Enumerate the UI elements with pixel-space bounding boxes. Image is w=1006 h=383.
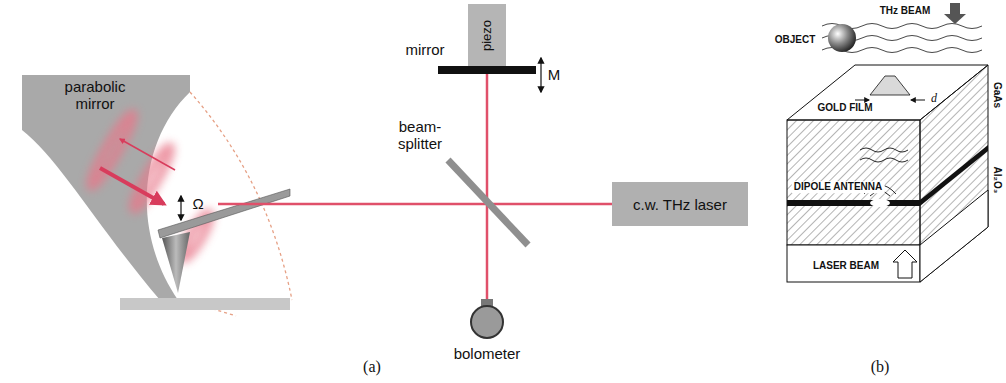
part-label: OBJECT	[775, 34, 816, 46]
panel-caption: (b)	[871, 358, 890, 376]
reflected-arrow	[120, 139, 175, 170]
beam-label: LASER BEAM	[813, 260, 879, 272]
dimension-label: d	[931, 92, 937, 106]
parabolic-mirror	[22, 75, 190, 300]
beam	[486, 74, 489, 300]
cantilever	[158, 189, 290, 238]
box-label: piezo	[479, 19, 494, 50]
part-label: bolometer	[454, 345, 521, 362]
dipole-antenna	[920, 145, 988, 206]
object-sphere	[828, 24, 856, 52]
dimension-arrow	[911, 100, 925, 101]
beam	[218, 203, 612, 206]
base-slab	[787, 245, 920, 282]
panel-caption: (a)	[363, 358, 381, 376]
bolometer	[471, 306, 503, 338]
thz-waves	[822, 24, 982, 53]
box-label: c.w. THz laser	[633, 196, 727, 213]
laser-box: c.w. THz laser	[612, 182, 748, 226]
substrate	[787, 120, 920, 245]
beam-label: THz BEAM	[880, 5, 931, 17]
part-label: mirror	[405, 41, 444, 58]
part-label: DIPOLE ANTENNA	[792, 181, 885, 193]
panel-a	[22, 58, 612, 338]
base-slab-side	[920, 190, 988, 282]
layer-label: Al₂O₃	[991, 167, 1003, 194]
wavefronts	[86, 111, 214, 262]
displacement-arrow	[540, 58, 541, 92]
side-face	[920, 65, 988, 282]
beam-splitter	[448, 160, 528, 245]
aperture-tip	[870, 76, 910, 95]
mirror	[438, 66, 536, 74]
thz-arrow	[944, 3, 966, 24]
bolometer-window	[481, 299, 493, 306]
tip	[162, 232, 190, 293]
part-label: beam- splitter	[389, 118, 451, 153]
dimension-arrow	[855, 100, 869, 101]
laser-arrow	[893, 250, 917, 278]
symbol-label: Ω	[192, 195, 203, 212]
sample	[120, 298, 290, 310]
panel-b	[787, 3, 988, 282]
part-label: parabolic mirror	[50, 78, 140, 113]
antenna-gap	[870, 199, 890, 207]
layer-label: GaAs	[991, 82, 1003, 108]
layer-label: GOLD FILM	[818, 102, 873, 114]
piezo-box: piezo	[468, 4, 506, 66]
incident-arrow	[100, 168, 164, 204]
symbol-label: M	[548, 66, 561, 83]
oscillation-arrow	[180, 196, 181, 220]
dipole-antenna	[787, 200, 920, 206]
